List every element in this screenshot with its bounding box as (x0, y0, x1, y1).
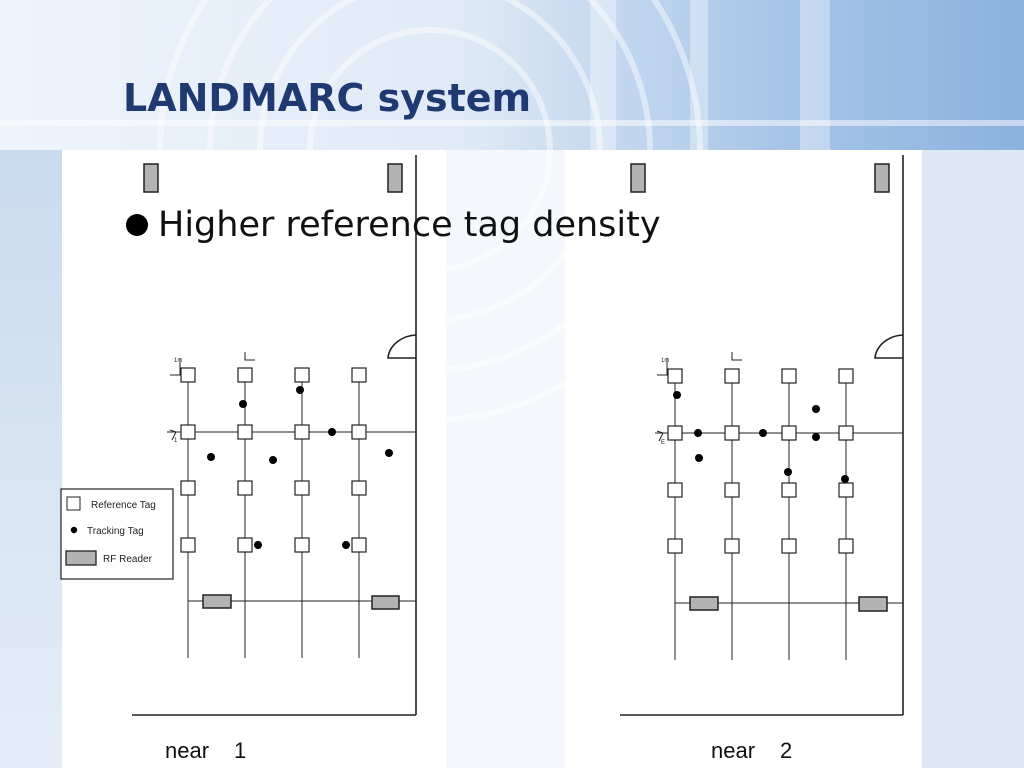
reference-tag (838, 425, 854, 441)
diagram-caption: near (711, 738, 755, 763)
reference-tag (351, 367, 367, 383)
reference-tag (294, 537, 310, 553)
tracking-tag (759, 429, 767, 437)
tracking-tag (254, 541, 262, 549)
legend-label-tracking-tag: Tracking Tag (87, 526, 144, 537)
reference-tag (294, 480, 310, 496)
rf-reader (371, 595, 400, 610)
bullet-item: Higher reference tag density (126, 205, 661, 245)
diagram-number: 2 (780, 738, 792, 763)
slide-title: LANDMARC system (123, 76, 532, 120)
tracking-tag (812, 405, 820, 413)
dim-label: 1m (661, 358, 669, 364)
tracking-tag (342, 541, 350, 549)
tracking-tag (841, 475, 849, 483)
reference-tag (237, 424, 253, 440)
rf-reader (874, 163, 890, 193)
rf-reader (858, 596, 888, 612)
legend: Reference Tag Tracking Tag RF Reader (60, 488, 174, 580)
reference-tag (667, 538, 683, 554)
diagram-caption: near (165, 738, 209, 763)
reference-tag (781, 538, 797, 554)
tracking-tag (673, 391, 681, 399)
reference-tag (294, 424, 310, 440)
diagram-number: 1 (234, 738, 246, 763)
dim-label: 1m (174, 358, 182, 364)
reference-tag (180, 367, 196, 383)
tracking-tag (784, 468, 792, 476)
door-arc (874, 334, 904, 359)
reference-tag (781, 368, 797, 384)
reference-tag (180, 537, 196, 553)
legend-label-reference-tag: Reference Tag (91, 500, 156, 511)
tracking-tag (695, 454, 703, 462)
reference-tag (294, 367, 310, 383)
reference-tag (838, 368, 854, 384)
bullet-text: Higher reference tag density (158, 205, 661, 245)
reference-tag (237, 537, 253, 553)
tracking-tag (269, 456, 277, 464)
reference-tag (667, 482, 683, 498)
bullet-icon (126, 214, 148, 236)
reference-tag (724, 538, 740, 554)
tracking-tag (239, 400, 247, 408)
diagram-panel-left (62, 150, 446, 768)
dim-label: E (661, 440, 665, 446)
rf-reader (387, 163, 403, 193)
reference-tag (724, 368, 740, 384)
reference-tag (667, 368, 683, 384)
reference-tag (667, 425, 683, 441)
reference-tag (838, 482, 854, 498)
tracking-tag (207, 453, 215, 461)
rf-reader (202, 594, 232, 609)
reference-tag (180, 480, 196, 496)
tracking-tag (812, 433, 820, 441)
reference-tag (351, 537, 367, 553)
rf-reader (630, 163, 646, 193)
dim-label: 1 (174, 438, 178, 444)
reference-tag (781, 425, 797, 441)
door-arc (387, 334, 417, 359)
reference-tag (724, 482, 740, 498)
tracking-tag (385, 449, 393, 457)
tracking-tag (694, 429, 702, 437)
rf-reader-icon (65, 550, 97, 566)
rf-reader (143, 163, 159, 193)
tracking-tag (296, 386, 304, 394)
reference-tag (237, 367, 253, 383)
reference-tag (237, 480, 253, 496)
legend-label-rf-reader: RF Reader (103, 554, 153, 565)
tracking-tag (328, 428, 336, 436)
reference-tag (180, 424, 196, 440)
reference-tag (351, 480, 367, 496)
reference-tag (838, 538, 854, 554)
reference-tag (724, 425, 740, 441)
reference-tag (781, 482, 797, 498)
reference-tag-icon (66, 496, 81, 511)
rf-reader (689, 596, 719, 611)
tracking-tag-icon (70, 526, 78, 534)
diagram-panel-right (565, 150, 922, 768)
reference-tag (351, 424, 367, 440)
